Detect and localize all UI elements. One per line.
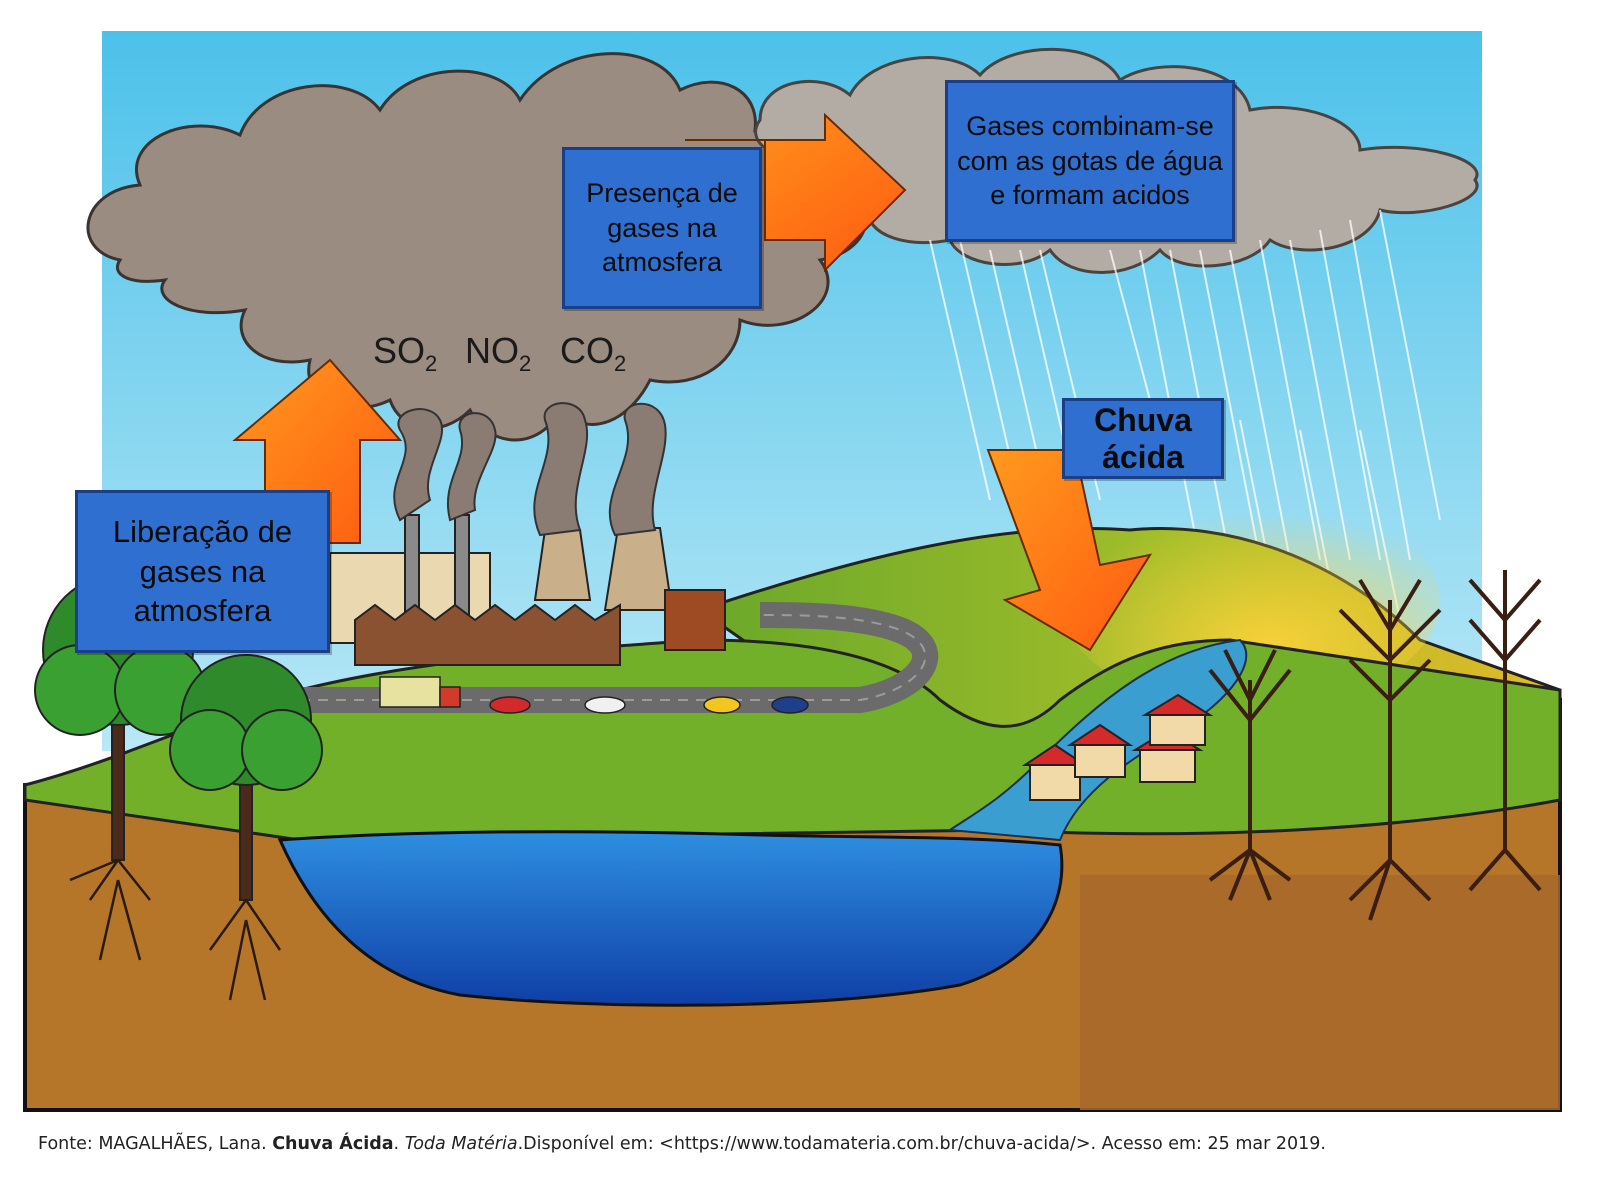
label-acid-rain-text: Chuva ácida: [1094, 401, 1192, 475]
gas-co2: CO2: [560, 330, 626, 377]
gas-co2-symbol: CO: [560, 330, 614, 371]
road-line: [300, 614, 927, 701]
caption-prefix: Fonte: MAGALHÃES, Lana.: [38, 1134, 273, 1154]
gas-no2: NO2: [465, 330, 531, 377]
gas-co2-subscript: 2: [614, 351, 627, 377]
truck-cab: [439, 686, 461, 708]
caption-rest: .Disponível em: <https://www.todamateria…: [517, 1134, 1326, 1154]
gas-so2-symbol: SO: [373, 330, 426, 371]
truck: [379, 676, 441, 708]
label-combine: Gases combinam-se com as gotas de água e…: [945, 80, 1235, 242]
cooling-tower-right: [603, 527, 674, 611]
label-presence-text: Presença de gases na atmosfera: [586, 178, 738, 278]
car-red: [489, 696, 531, 714]
gas-no2-symbol: NO: [465, 330, 519, 371]
smoke-plumes: [393, 402, 667, 537]
label-release: Liberação de gases na atmosfera: [75, 490, 330, 653]
arrow-right: [685, 112, 907, 273]
label-release-text: Liberação de gases na atmosfera: [112, 513, 293, 629]
dead-trees: [1208, 570, 1542, 921]
soil-patch: [1080, 875, 1560, 1110]
gas-so2: SO2: [373, 330, 437, 377]
caption-title: Chuva Ácida: [272, 1134, 394, 1154]
vehicles: [379, 676, 809, 714]
factory-hall: [354, 603, 621, 666]
cooling-tower-left: [533, 529, 592, 601]
label-presence: Presença de gases na atmosfera: [562, 147, 762, 309]
source-caption: Fonte: MAGALHÃES, Lana. Chuva Ácida. Tod…: [38, 1134, 1326, 1154]
caption-site: Toda Matéria: [404, 1134, 518, 1154]
green-trees: [34, 574, 323, 1001]
gas-no2-subscript: 2: [519, 351, 532, 377]
label-combine-text: Gases combinam-se com as gotas de água e…: [957, 111, 1223, 211]
car-white: [584, 696, 626, 714]
caption-sep: .: [393, 1134, 405, 1154]
car-yellow: [703, 696, 741, 714]
factory: [329, 514, 726, 666]
small-building: [664, 589, 726, 651]
car-blue: [771, 696, 809, 714]
lake: [277, 830, 1064, 1007]
label-acid-rain: Chuva ácida: [1062, 398, 1224, 479]
houses: [1021, 693, 1214, 801]
gas-so2-subscript: 2: [425, 351, 438, 377]
